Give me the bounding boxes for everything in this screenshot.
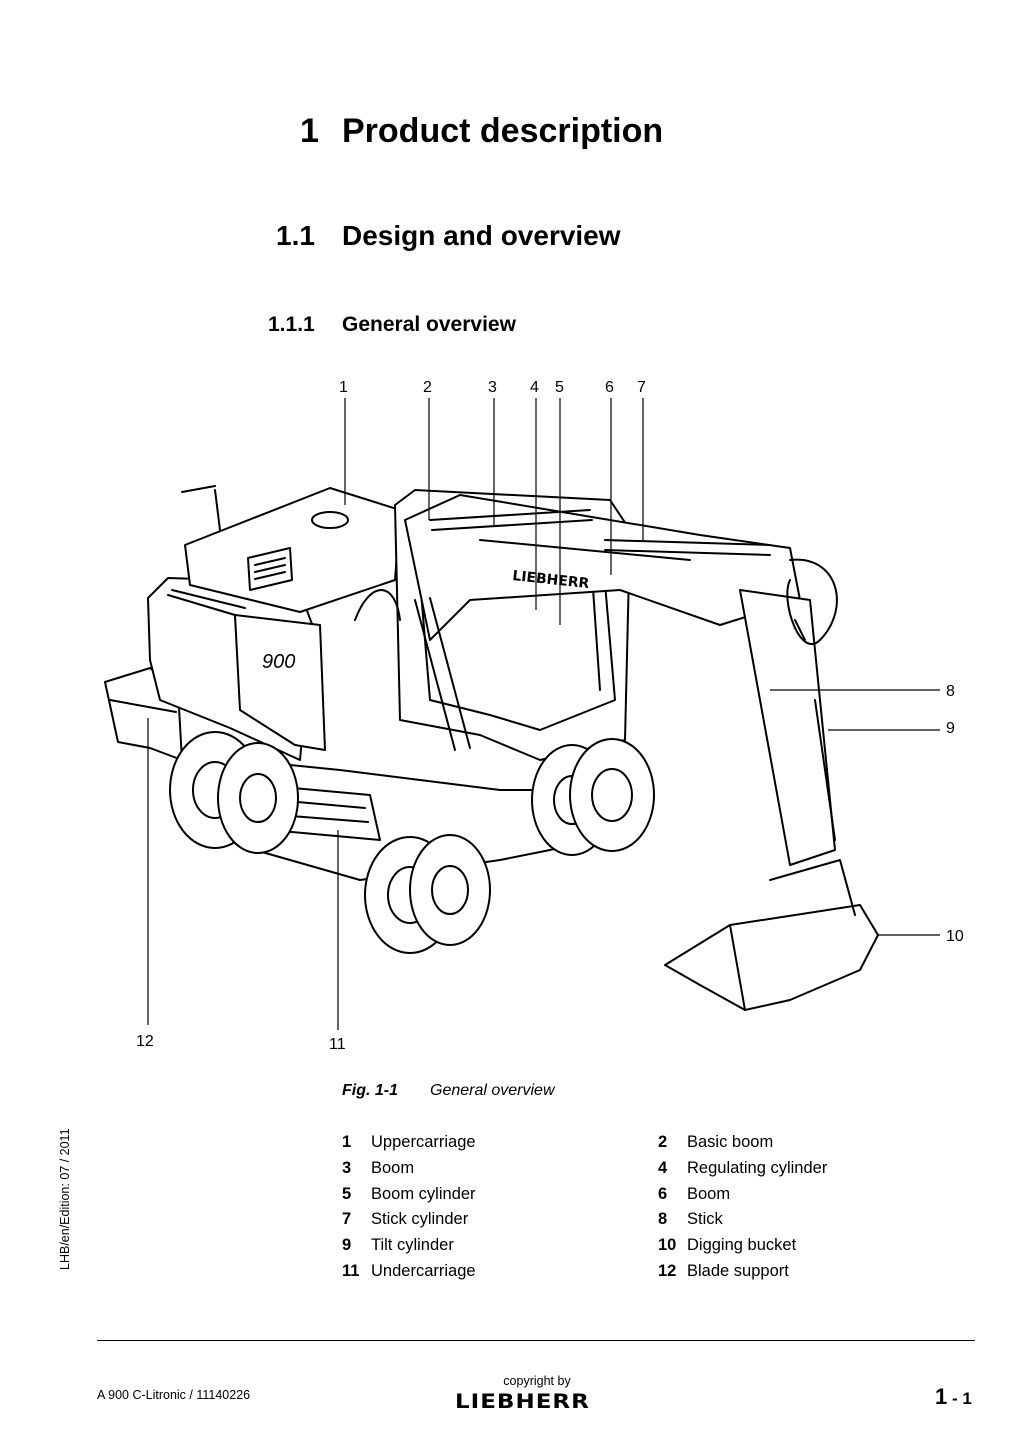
legend-number: 6: [658, 1184, 668, 1203]
page-number-main: 1: [935, 1384, 948, 1409]
heading-2-title: Design and overview: [342, 220, 621, 251]
legend-item: 1 Uppercarriage: [342, 1133, 476, 1159]
callout-1: 1: [339, 379, 348, 396]
legend-number: 3: [342, 1158, 352, 1177]
legend-number: 9: [342, 1236, 352, 1255]
callout-3: 3: [488, 379, 497, 396]
heading-1-title: Product description: [342, 112, 664, 150]
legend-number: 5: [342, 1184, 352, 1203]
callout-10: 10: [946, 928, 964, 945]
legend-number: 12: [658, 1261, 677, 1280]
legend-number: 1: [342, 1133, 352, 1151]
heading-3-number: 1.1.1: [268, 313, 315, 336]
legend-label: Undercarriage: [371, 1261, 476, 1280]
legend-label: Tilt cylinder: [371, 1236, 454, 1255]
legend-item: 4 Regulating cylinder: [658, 1159, 827, 1185]
callout-7: 7: [637, 379, 646, 396]
legend-item: 10 Digging bucket: [658, 1236, 827, 1262]
callout-4: 4: [530, 379, 539, 396]
edition-side-text: LHB/en/Edition: 07 / 2011: [58, 1128, 72, 1270]
legend-number: 7: [342, 1210, 352, 1229]
callout-2: 2: [423, 379, 432, 396]
heading-3-title: General overview: [342, 313, 516, 336]
legend-label: Uppercarriage: [371, 1133, 476, 1151]
excavator-illustration: 900 LIEBHERR: [104, 379, 964, 1053]
legend-label: Regulating cylinder: [687, 1158, 828, 1177]
legend-label: Boom: [687, 1184, 731, 1203]
legend-item: 8 Stick: [658, 1210, 827, 1236]
callout-6: 6: [605, 379, 614, 396]
heading-2: 1.1 Design and overview: [276, 220, 621, 252]
model-branding: 900: [262, 651, 295, 673]
legend-item: 7 Stick cylinder: [342, 1210, 476, 1236]
legend-item: 5 Boom cylinder: [342, 1185, 476, 1211]
page-number-sub: 1: [962, 1389, 972, 1408]
legend-label: Boom cylinder: [371, 1184, 476, 1203]
callout-8: 8: [946, 683, 955, 700]
legend-number: 8: [658, 1210, 668, 1229]
legend-label: Blade support: [687, 1261, 789, 1280]
legend-label: Stick cylinder: [371, 1210, 469, 1229]
legend-label: Stick: [687, 1210, 723, 1229]
liebherr-logo: LIEBHERR: [455, 1391, 590, 1414]
legend-item: 2 Basic boom: [658, 1133, 827, 1159]
page-number-separator: -: [947, 1389, 963, 1408]
legend-right: 2 Basic boom 4 Regulating cylinder 6 Boom 8…: [658, 1133, 827, 1288]
callout-12: 12: [136, 1033, 154, 1050]
heading-1-number: 1: [300, 112, 319, 150]
legend-left: 1 Uppercarriage 3 Boom 5 Boom cylinder 7 Sti…: [342, 1133, 476, 1288]
callout-5: 5: [555, 379, 564, 396]
document-id: A 900 C-Litronic / 11140226: [97, 1388, 251, 1402]
footer-divider: [97, 1340, 975, 1341]
legend-label: Basic boom: [687, 1133, 774, 1151]
figure-caption-label: Fig. 1-1: [342, 1082, 399, 1099]
legend-label: Boom: [371, 1158, 415, 1177]
legend-number: 11: [342, 1261, 360, 1280]
legend-item: 9 Tilt cylinder: [342, 1236, 476, 1262]
heading-3: 1.1.1 General overview: [268, 313, 516, 337]
callout-11: 11: [329, 1036, 346, 1053]
copyright-text: copyright by: [503, 1374, 571, 1388]
heading-1: 1 Product description: [300, 112, 663, 151]
figure-caption-text: General overview: [430, 1082, 555, 1099]
figure-caption: Fig. 1-1 General overview: [342, 1082, 555, 1100]
legend-item: 11 Undercarriage: [342, 1262, 476, 1288]
page-number: 1 - 1: [935, 1384, 972, 1410]
legend-number: 2: [658, 1133, 668, 1151]
legend-label: Digging bucket: [687, 1236, 797, 1255]
legend-item: 12 Blade support: [658, 1262, 827, 1288]
legend-item: 3 Boom: [342, 1159, 476, 1185]
legend-number: 10: [658, 1236, 677, 1255]
legend-item: 6 Boom: [658, 1185, 827, 1211]
heading-2-number: 1.1: [276, 220, 315, 251]
callout-9: 9: [946, 720, 955, 737]
legend-number: 4: [658, 1158, 668, 1177]
